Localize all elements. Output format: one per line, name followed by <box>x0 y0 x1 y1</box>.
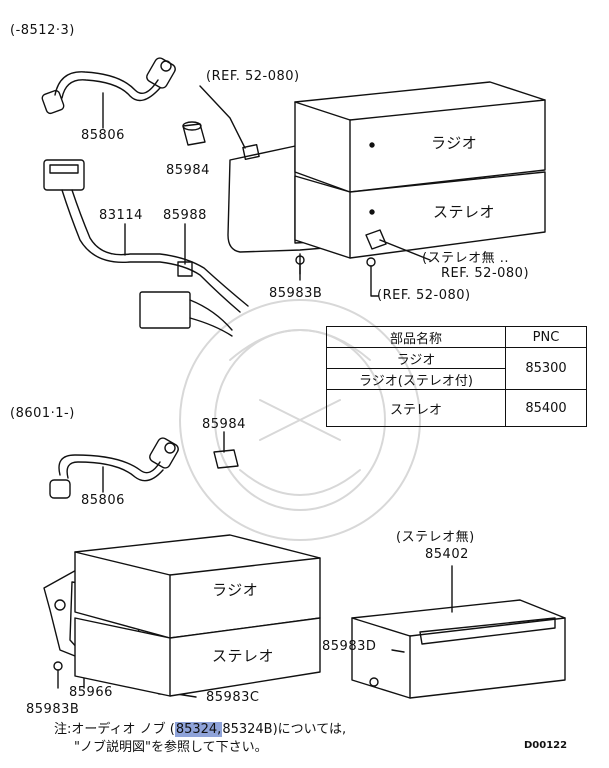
part-85402: 85402 <box>425 547 469 562</box>
ref-label-bracket: (REF. 52-080) <box>377 288 471 303</box>
stereo-none-label: (ステレオ無) <box>396 530 475 545</box>
pnc-row-name: ラジオ <box>326 347 506 369</box>
stereo-unit-top <box>294 171 546 259</box>
footnote: 注:オーディオ ノブ (85324,85324B)については, "ノブ説明図"を… <box>54 721 346 757</box>
stereo-unit-bottom <box>74 617 321 697</box>
screw-85983b-bottom <box>53 661 63 689</box>
screw-85983d <box>369 677 379 687</box>
stereo-none-ref-line2: REF. 52-080) <box>441 266 530 281</box>
part-85806-bottom: 85806 <box>81 493 125 508</box>
leader-ref-bracket <box>370 265 379 297</box>
footnote-line2: "ノブ説明図"を参照して下さい。 <box>74 740 268 755</box>
pnc-row-name: ラジオ(ステレオ付) <box>326 368 506 390</box>
footnote-prefix: 注:オーディオ ノブ ( <box>54 722 175 737</box>
part-85984-top: 85984 <box>166 163 210 178</box>
stereo-label-bottom: ステレオ <box>212 647 275 665</box>
part-83114: 83114 <box>99 208 143 223</box>
clip-85984-top <box>182 121 206 146</box>
leader-ref-main <box>199 85 246 149</box>
section-label-bottom: (8601·1-) <box>10 406 75 421</box>
leader-stereo-none-ref <box>379 239 431 261</box>
pnc-header-pnc: PNC <box>505 326 587 348</box>
footnote-suffix: 85324B)については, <box>222 722 347 737</box>
antenna-cable-top <box>41 57 176 115</box>
diagram-code: D00122 <box>524 740 568 751</box>
leader-85983d <box>391 649 405 653</box>
part-85983b-top: 85983B <box>269 286 323 301</box>
radio-label-bottom: ラジオ <box>212 581 259 599</box>
radio-unit-top <box>294 81 546 193</box>
antenna-cable-bottom <box>49 437 179 499</box>
part-85983c: 85983C <box>206 690 260 705</box>
stereo-label-top: ステレオ <box>433 203 496 221</box>
pnc-row-name: ステレオ <box>326 389 506 427</box>
screw-85983b-top <box>295 255 305 275</box>
radio-label-top: ラジオ <box>431 134 478 152</box>
storage-pocket-85402 <box>351 599 566 699</box>
wire-harness-83114 <box>43 159 249 337</box>
section-label-top: (-8512·3) <box>10 23 75 38</box>
part-85983b-bottom: 85983B <box>26 702 80 717</box>
part-85984-bottom: 85984 <box>202 417 246 432</box>
pnc-table: 部品名称 PNC ラジオ 85300 ラジオ(ステレオ付) ステレオ 85400 <box>326 326 587 427</box>
pnc-header-name: 部品名称 <box>326 326 506 348</box>
part-85983d: 85983D <box>322 639 377 654</box>
stereo-none-ref-line1: (ステレオ無 .. <box>422 251 509 266</box>
part-85966: 85966 <box>69 685 113 700</box>
ref-label-main: (REF. 52-080) <box>206 69 300 84</box>
part-85988: 85988 <box>163 208 207 223</box>
footnote-highlight[interactable]: 85324, <box>174 722 223 737</box>
part-85806-top: 85806 <box>81 128 125 143</box>
clip-85984-bottom <box>213 449 239 469</box>
pnc-row-code: 85300 <box>505 347 587 390</box>
pnc-row-code: 85400 <box>505 389 587 427</box>
